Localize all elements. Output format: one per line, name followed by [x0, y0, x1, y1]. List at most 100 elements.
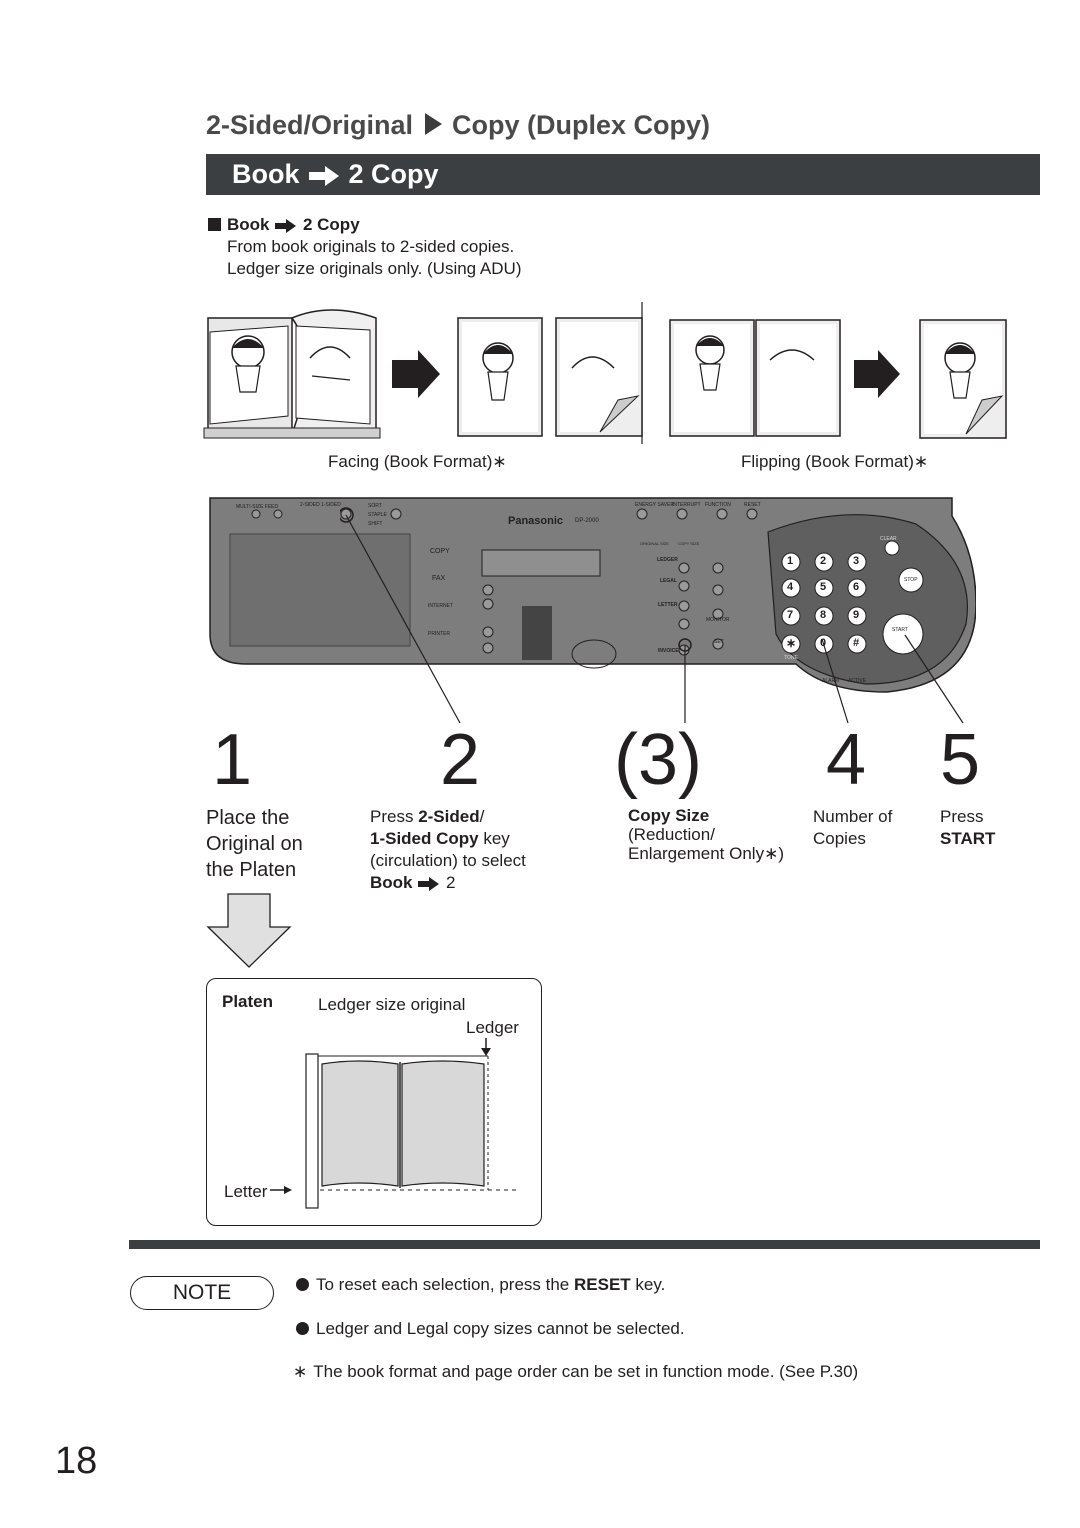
step-5-text: Press START: [940, 806, 995, 850]
subsection-line2: Ledger size originals only. (Using ADU): [227, 259, 522, 278]
page-number: 18: [55, 1440, 98, 1482]
model-label: DP-2000: [575, 518, 599, 524]
panel-staple-label: STAPLE: [368, 512, 387, 518]
step-1-line: Original on: [206, 833, 303, 855]
step-5-line1: Press: [940, 807, 984, 826]
platen-title: Platen: [222, 992, 274, 1011]
step-2-press: Press: [370, 807, 419, 826]
key-4: 4: [787, 581, 794, 593]
heading-bar: [206, 154, 1040, 195]
panel-function-label: FUNCTION: [705, 502, 731, 508]
platen-diagram-box: [206, 978, 542, 1226]
caption-facing: Facing (Book Format)∗: [328, 452, 507, 472]
step-4-text: Number of Copies: [813, 806, 892, 850]
key-9: 9: [853, 609, 860, 621]
sub-copy: 2 Copy: [302, 215, 360, 234]
note-line-1: To reset each selection, press the RESET…: [296, 1275, 665, 1295]
step-2-bold: 2-Sided: [418, 807, 480, 826]
panel-clear-label: CLEAR: [880, 536, 897, 542]
step-3-text: Copy Size (Reduction/ Enlargement Only∗): [628, 806, 784, 863]
step-3-bold: Copy Size: [628, 806, 710, 825]
panel-invoice-label: INVOICE: [658, 648, 679, 654]
note-badge: NOTE: [130, 1276, 274, 1310]
panel-copy-label: COPY: [430, 548, 450, 555]
asterisk-mark: ∗: [764, 844, 779, 863]
title-part1: 2-Sided/Original: [206, 110, 414, 140]
panel-active-label: ACTIVE: [848, 678, 867, 684]
key-star: ∗: [786, 636, 797, 650]
step-4-line2: Copies: [813, 829, 866, 848]
key-2: 2: [820, 555, 827, 567]
panel-internet-label: INTERNET: [428, 603, 453, 609]
arrow-right-icon: [392, 350, 440, 398]
step-2-key: key: [478, 829, 510, 848]
panel-sort-label: SORT: [368, 503, 382, 509]
key-8: 8: [820, 609, 827, 621]
panel-fax-label: FAX: [432, 575, 446, 582]
asterisk-mark: ∗: [913, 452, 929, 471]
title-part2: Copy (Duplex Copy): [452, 110, 711, 140]
bar-book-text: Book: [232, 159, 300, 189]
arrow-right-icon: [309, 165, 340, 186]
step-1-line: Place the: [206, 807, 290, 829]
panel-original-size-label: ORIGINAL SIZE: [640, 541, 669, 546]
platen-original-label: Ledger size original: [318, 995, 466, 1014]
panel-stop-label: STOP: [904, 577, 918, 583]
panel-printer-label: PRINTER: [428, 631, 450, 637]
step-2-number: 2: [440, 720, 481, 800]
sheet-flipped-illustration: [919, 319, 1007, 439]
panel-ledger-label: LEDGER: [657, 557, 678, 563]
step-2-bold: 1-Sided Copy: [370, 829, 479, 848]
panel-shift-label: SHIFT: [368, 521, 383, 527]
key-3: 3: [853, 555, 860, 567]
asterisk-mark: ∗: [293, 1362, 308, 1381]
note-3-text: The book format and page order can be se…: [313, 1362, 859, 1381]
down-arrow-icon: [206, 893, 292, 968]
sheet-back-illustration: [555, 317, 643, 437]
panel-alarm-label: ALARM: [822, 678, 840, 684]
note-1-post: key.: [630, 1275, 666, 1294]
note-divider: [129, 1240, 1040, 1249]
panel-copy-size-label: COPY SIZE: [678, 541, 700, 546]
panel-start-label: START: [892, 627, 908, 633]
note-2-text: Ledger and Legal copy sizes cannot be se…: [316, 1319, 685, 1338]
flipping-book-illustration: [669, 319, 841, 437]
step-2-slash: /: [479, 807, 485, 826]
caption-flipping-text: Flipping (Book Format): [741, 452, 914, 471]
panel-legal-label: LEGAL: [660, 578, 677, 584]
subsection-heading: Book 2 Copy: [208, 214, 521, 236]
step-3-close: ): [778, 844, 784, 863]
key-hash: #: [853, 637, 860, 649]
platen-diagram: [270, 1038, 516, 1209]
platen-letter-label: Letter: [224, 1182, 268, 1201]
panel-sided-label: 2-SIDED 1-SIDED: [300, 502, 341, 508]
key-6: 6: [853, 581, 860, 593]
sheet-front-illustration: [457, 317, 543, 437]
step-3-line2: (Reduction/: [628, 825, 715, 844]
right-triangle-icon: [425, 113, 443, 135]
arrow-right-icon: [418, 876, 440, 891]
panel-set-label: SET: [714, 639, 724, 645]
key-7: 7: [787, 609, 794, 621]
step-1-number: 1: [212, 720, 253, 800]
panel-energy-label: ENERGY SAVER: [635, 502, 674, 508]
callout-lines: [340, 507, 964, 724]
bullet-icon: [296, 1278, 309, 1291]
book-format-illustration: [203, 302, 1007, 444]
sub-book: Book: [227, 215, 270, 234]
step-3-line3: Enlargement Only: [628, 844, 765, 863]
note-1-bold: RESET: [573, 1275, 631, 1294]
caption-flipping: Flipping (Book Format)∗: [741, 452, 928, 472]
panel-multi-size-label: MULTI-SIZE FEED: [236, 504, 279, 510]
step-5-number: 5: [940, 720, 981, 800]
step-1-text: Place the Original on the Platen: [206, 805, 303, 883]
brand-label: Panasonic: [508, 515, 564, 527]
square-bullet-icon: [208, 218, 221, 231]
caption-facing-text: Facing (Book Format): [328, 452, 493, 471]
step-4-number: 4: [826, 720, 867, 800]
open-book-left-illustration: [203, 309, 381, 439]
subsection: Book 2 Copy From book originals to 2-sid…: [208, 214, 521, 280]
step-1-line: the Platen: [206, 859, 297, 881]
panel-letter-label: LETTER: [658, 602, 678, 608]
section-title: 2-Sided/Original Copy (Duplex Copy): [206, 110, 710, 141]
